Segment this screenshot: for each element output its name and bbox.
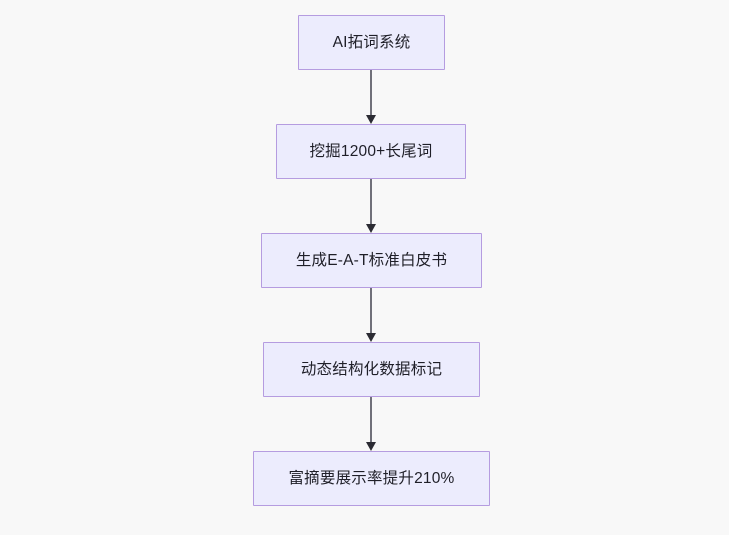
node-label: 富摘要展示率提升210% (288, 469, 455, 487)
edge-node4-to-node5 (366, 397, 376, 451)
edge-node2-to-node3 (366, 179, 376, 233)
node-label: 动态结构化数据标记 (300, 360, 443, 378)
node-label: 生成E-A-T标准白皮书 (295, 251, 448, 269)
down-arrow-icon (366, 115, 376, 124)
node-label: AI拓词系统 (332, 33, 411, 51)
down-arrow-icon (366, 224, 376, 233)
flowchart-node-mine-longtail-keywords[interactable]: 挖掘1200+长尾词 (276, 124, 466, 179)
edge-node1-to-node2 (366, 70, 376, 124)
down-arrow-icon (366, 442, 376, 451)
flowchart-node-rich-snippet-rate-increase[interactable]: 富摘要展示率提升210% (253, 451, 490, 506)
flowchart-node-generate-eat-whitepaper[interactable]: 生成E-A-T标准白皮书 (261, 233, 482, 288)
node-label: 挖掘1200+长尾词 (309, 142, 433, 160)
flowchart-node-ai-keyword-system[interactable]: AI拓词系统 (298, 15, 445, 70)
down-arrow-icon (366, 333, 376, 342)
flowchart-node-dynamic-structured-data-markup[interactable]: 动态结构化数据标记 (263, 342, 480, 397)
edge-node3-to-node4 (366, 288, 376, 342)
